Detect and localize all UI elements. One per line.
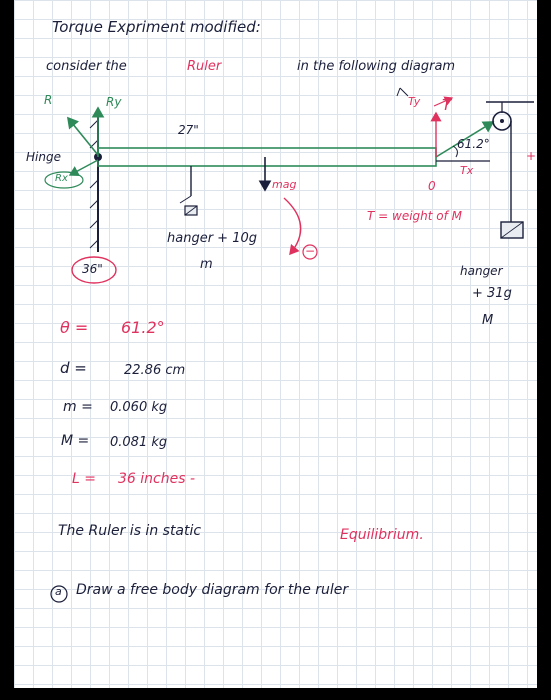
t-vector-arrow <box>433 96 454 107</box>
m-row-value: 0.060 kg <box>110 400 168 415</box>
hanger-m-tick <box>179 195 192 204</box>
part-a-circle <box>50 585 68 603</box>
minus-sign: − <box>305 244 316 258</box>
big-m-label: M <box>482 313 494 328</box>
r-vector-label: R <box>44 93 53 107</box>
theta-row-value: 61.2° <box>121 318 165 337</box>
tension-arrow <box>435 121 495 158</box>
clockwise-arc <box>283 197 302 256</box>
angle-label: 61.2° <box>457 137 490 151</box>
part-a-marker: a <box>55 585 62 598</box>
l-row-value: 36 inches - <box>118 471 196 487</box>
d-row-label: d = <box>60 359 87 377</box>
ruler-beam <box>97 147 437 167</box>
length-36-oval <box>71 256 117 284</box>
question-text: Draw a free body diagram for the ruler <box>76 582 349 598</box>
d-row-value: 22.86 cm <box>124 363 186 378</box>
hinge-label: Hinge <box>26 150 61 164</box>
ry-label: Ry <box>106 95 122 109</box>
reaction-force-arrow <box>66 116 99 156</box>
consider-text: consider the <box>46 59 127 74</box>
length-27-label: 27" <box>178 123 199 137</box>
m-row-label: m = <box>63 399 93 415</box>
ruler-word: Ruler <box>187 59 222 74</box>
minus-circle <box>302 244 318 260</box>
hanger-M-label: hanger <box>460 264 503 278</box>
big-m-row-value: 0.081 kg <box>110 435 168 450</box>
torque-diagram <box>44 87 534 603</box>
m-label: m <box>200 257 213 272</box>
following-diagram-text: in the following diagram <box>297 59 456 74</box>
big-m-row-label: M = <box>61 433 90 449</box>
rx-arrow <box>68 159 99 176</box>
equilibrium-word: Equilibrium. <box>340 527 424 543</box>
rx-label: Rx <box>55 173 68 184</box>
tx-label: Tx <box>460 164 474 177</box>
l-row-label: L = <box>72 471 96 487</box>
ty-label: Ty <box>408 95 421 108</box>
t-vector-label: T <box>442 96 452 114</box>
notes-page: Torque Expriment modified: consider the … <box>14 0 537 688</box>
equilibrium-statement: The Ruler is in static <box>58 523 202 539</box>
plus-sign: + <box>526 149 537 163</box>
plus-31g-label: + 31g <box>472 286 512 301</box>
pivot-zero-label: 0 <box>428 179 436 193</box>
rx-circle <box>44 171 84 189</box>
length-36-label: 36" <box>82 262 103 276</box>
theta-row-label: θ = <box>60 318 89 337</box>
tension-equation: T = weight of M <box>367 209 463 223</box>
wall <box>89 112 99 252</box>
angle-arc <box>452 145 458 158</box>
page-title: Torque Expriment modified: <box>52 18 261 36</box>
mg-label: mag <box>272 178 297 191</box>
hanger-m-label: hanger + 10g <box>167 231 257 246</box>
